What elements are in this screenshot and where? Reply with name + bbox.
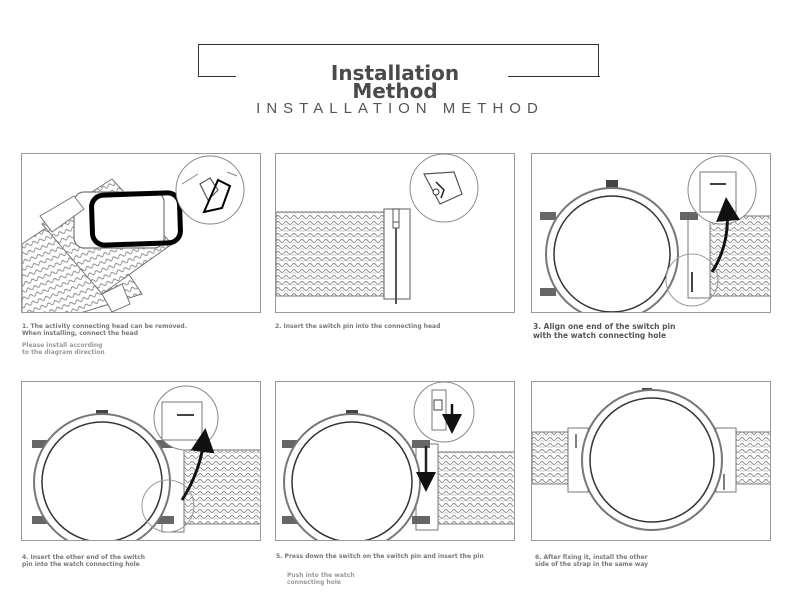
step-6-panel xyxy=(531,381,771,541)
page-title: Installation Method xyxy=(330,61,460,103)
step-3-illustration xyxy=(540,155,770,312)
step-5-panel xyxy=(275,381,515,541)
step-6-caption: 6. After fixing it, install the other si… xyxy=(535,554,649,568)
step-1-panel xyxy=(21,153,261,313)
title-frame-line-left xyxy=(198,76,236,77)
step-3-panel xyxy=(531,153,771,313)
step-2-illustration xyxy=(276,154,479,304)
step-2-panel xyxy=(275,153,515,313)
title-frame-line-right xyxy=(508,76,600,77)
step-1-illustration xyxy=(22,155,245,312)
step-1-caption: 1. The activity connecting head can be r… xyxy=(22,323,188,337)
step-1-note: Please install according to the diagram … xyxy=(22,342,105,356)
title-frame xyxy=(198,44,599,77)
step-6-illustration xyxy=(532,388,770,531)
step-5-caption: 5. Press down the switch on the switch p… xyxy=(276,553,484,560)
step-2-caption: 2. Insert the switch pin into the connec… xyxy=(275,323,441,330)
step-4-panel xyxy=(21,381,261,541)
page-subtitle: INSTALLATION METHOD xyxy=(256,100,544,117)
step-3-caption: 3. Align one end of the switch pin with … xyxy=(533,322,676,340)
step-4-illustration xyxy=(32,385,260,540)
step-5-note: Push into the watch connecting hole xyxy=(287,572,355,586)
step-5-illustration xyxy=(282,382,514,540)
step-4-caption: 4. Insert the other end of the switch pi… xyxy=(22,554,145,568)
